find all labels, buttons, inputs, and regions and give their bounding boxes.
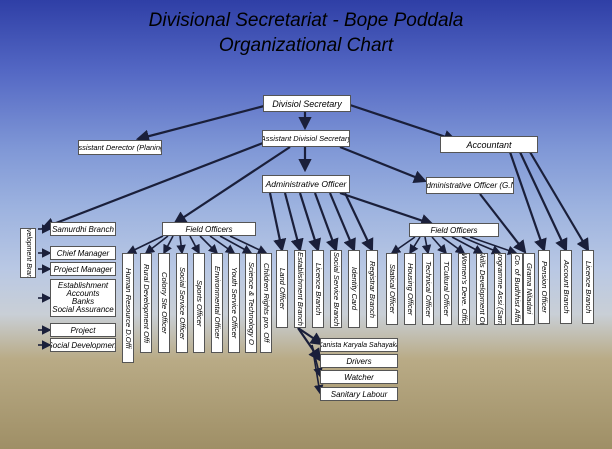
field-officers-left-box: Field Officers <box>162 222 256 236</box>
rural-development-officer-box: Rural Development Offi <box>140 253 152 353</box>
social-service-officer-box: Social Service Officer <box>176 253 188 353</box>
watcher-box: Watcher <box>320 370 398 384</box>
pension-officer-box: Pension Officer <box>538 250 550 324</box>
skills-development-officer-box: Skills Development Offi <box>476 253 488 325</box>
development-branch-box: Development Branch <box>20 228 36 278</box>
chart-title: Divisional Secretariat - Bope Poddala <box>148 10 464 31</box>
youth-service-officer-box: Youth Service Officer <box>228 253 240 353</box>
womens-development-officer-box: Women's Deve. Offic <box>458 253 470 325</box>
assistant-divisional-secretary-box: Assistant Divisiol Secretary <box>262 130 350 147</box>
children-rights-officer-box: Children Rights pro. Off <box>260 253 272 353</box>
grama-niladari-box: Grama Niladari <box>523 253 535 325</box>
colony-officer-box: Colony Ste Officer <box>158 253 170 353</box>
land-officer-box: Land Officer <box>276 250 288 328</box>
administrative-officer-box: Administrative Officer <box>262 175 350 193</box>
buddhist-affairs-officer-box: Co. of Budhhist Affa <box>511 253 523 325</box>
social-service-branch-box: Social Service Branch <box>330 250 342 328</box>
cultural-officer-box: TCultural Officer <box>440 253 452 325</box>
account-branch-box: Account Branch <box>560 250 572 324</box>
chart-subtitle: Organizational Chart <box>218 35 394 56</box>
field-officers-right-box: Field Officers <box>409 223 499 237</box>
social-development-box: Social Development <box>50 338 116 352</box>
human-resource-officer-box: Human Resource D.Offi <box>122 253 134 363</box>
project-manager-box: Project Manager <box>50 262 116 276</box>
sports-officer-box: Sports Officer <box>193 253 205 353</box>
licence-branch-admin-box: Licence Branch <box>312 250 324 328</box>
samurdhi-branch-box: Samurdhi Branch <box>50 222 116 236</box>
drivers-box: Drivers <box>320 354 398 368</box>
statical-officer-box: Statical Officer <box>386 253 398 325</box>
assistant-director-box: Assistant Derector (Planing) <box>78 140 162 155</box>
registrar-branch-box: Registrar Branch <box>366 250 378 328</box>
programme-assistant-box: Programme Assi.(Sama <box>494 253 506 325</box>
establishment-branch-box: Establishment Branch <box>294 250 306 328</box>
technical-officer-box: Technical Officer <box>422 253 434 325</box>
establishment-group-box: Establishment Accounts Banks Social Assu… <box>50 279 116 317</box>
kanista-box: Kanista Karyala Sahayaka <box>320 338 398 352</box>
divisional-secretary-box: Divisiol Secretary <box>263 95 351 112</box>
chief-manager-box: Chief Manager <box>50 246 116 260</box>
administrative-officer-gn-box: Administrative Officer (G.N) <box>426 177 514 194</box>
identity-card-box: Identity Card <box>348 250 360 328</box>
licence-branch-accountant-box: Licence Branch <box>582 250 594 324</box>
sanitary-labour-box: Sanitary Labour <box>320 387 398 401</box>
environmental-officer-box: Environmental Officer <box>211 253 223 353</box>
housing-officer-box: Housing Officer <box>404 253 416 325</box>
accountant-box: Accountant <box>440 136 538 153</box>
project-box: Project <box>50 323 116 337</box>
science-technology-officer-box: Science & Technology O <box>245 253 257 353</box>
